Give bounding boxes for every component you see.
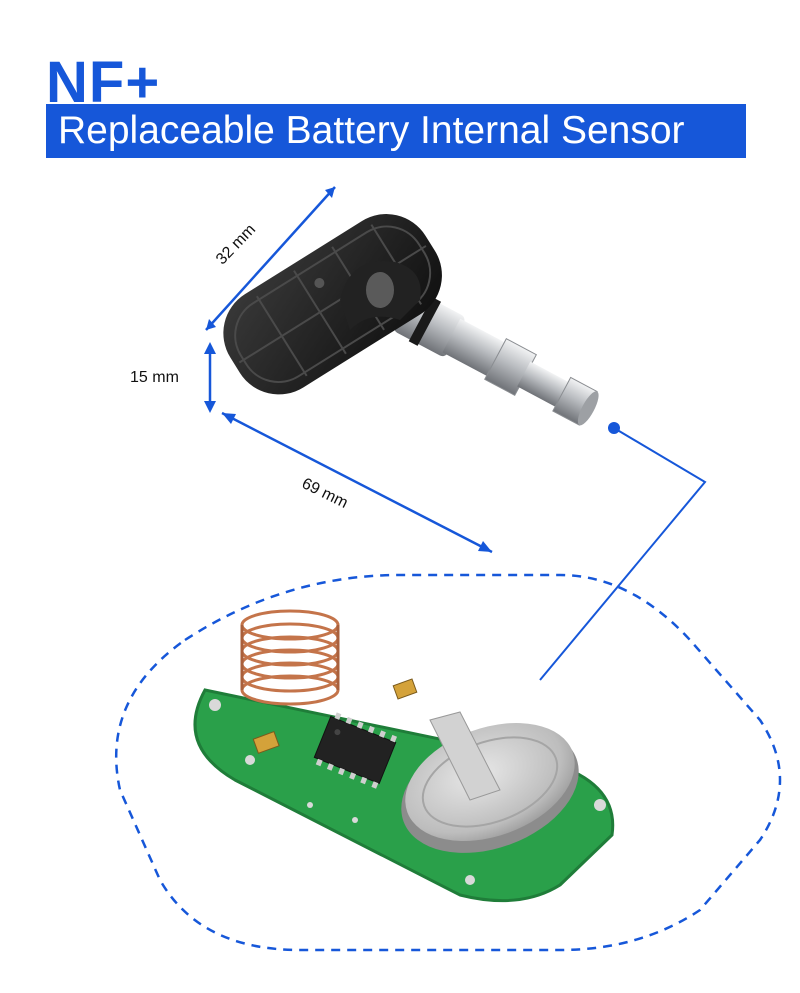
product-title: NF+ <box>46 50 161 115</box>
callout-connector <box>539 422 707 681</box>
coin-battery <box>401 711 579 853</box>
dimension-arrows <box>204 186 493 554</box>
dimension-label-height: 15 mm <box>130 369 179 386</box>
circuit-board <box>193 609 615 903</box>
ic-chip <box>313 712 398 789</box>
subtitle-banner: Replaceable Battery Internal Sensor <box>46 104 746 158</box>
callout-outline <box>115 573 782 952</box>
valve-stem <box>394 291 599 426</box>
tpms-sensor <box>223 214 599 426</box>
antenna-coil <box>240 609 340 706</box>
